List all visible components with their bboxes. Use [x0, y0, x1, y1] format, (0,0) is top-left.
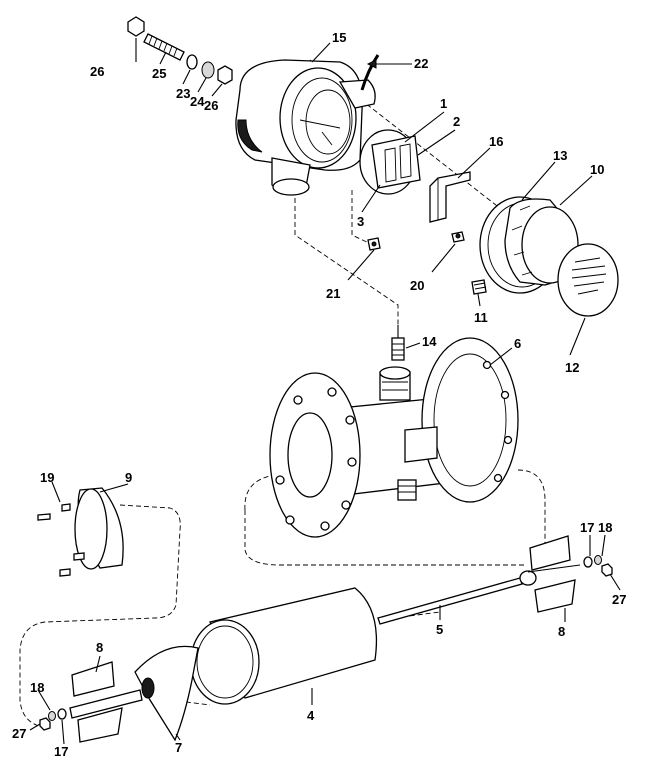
- set-screw-part-11: [471, 279, 487, 295]
- callout-22: 22: [414, 56, 428, 71]
- callout-17-left: 17: [54, 744, 68, 759]
- washer-part-17b: [57, 708, 67, 720]
- callout-14: 14: [422, 334, 437, 349]
- nut-part-27a: [601, 563, 613, 577]
- lock-washer-part-18a: [594, 555, 602, 565]
- leader-lines: [29, 38, 621, 745]
- callout-18-left: 18: [30, 680, 44, 695]
- callout-8-left: 8: [96, 640, 103, 655]
- callout-2: 2: [453, 114, 460, 129]
- callout-7: 7: [175, 740, 182, 755]
- nut-part-26b: [217, 65, 233, 85]
- callout-4: 4: [307, 708, 315, 723]
- screw-part-20: [451, 231, 465, 243]
- rotor-right-part-8: [519, 535, 581, 613]
- nut-part-26a: [127, 16, 145, 37]
- bracket-part-16: [429, 171, 471, 223]
- screws-part-19: [37, 503, 85, 577]
- callout-3: 3: [357, 214, 364, 229]
- callout-18-right: 18: [598, 520, 612, 535]
- terminal-block-part-1: [359, 129, 421, 195]
- screw-part-21: [367, 237, 381, 251]
- callout-16: 16: [489, 134, 503, 149]
- hardware-left: [39, 708, 67, 731]
- callout-11: 11: [474, 310, 488, 325]
- shaft-part-5: [377, 577, 523, 625]
- callout-9: 9: [125, 470, 132, 485]
- threaded-rod-part-25: [143, 33, 185, 61]
- retainer-ring-part-9: [74, 487, 124, 570]
- washer-part-23: [186, 54, 198, 70]
- callout-17-right: 17: [580, 520, 594, 535]
- lock-washer-part-24: [201, 61, 215, 79]
- callout-24: 24: [190, 94, 205, 109]
- callout-26-left: 26: [90, 64, 104, 79]
- callout-19: 19: [40, 470, 54, 485]
- callout-21: 21: [326, 286, 340, 301]
- rotor-left-part-8: [69, 661, 143, 743]
- callout-10: 10: [590, 162, 604, 177]
- callout-25: 25: [152, 66, 166, 81]
- cylinder-part-4: [190, 587, 378, 705]
- cable-part-22: [360, 54, 380, 91]
- flanged-body-part-6: [269, 337, 519, 538]
- nose-cone-part-7: [134, 645, 199, 742]
- callout-26-right: 26: [204, 98, 218, 113]
- callout-labels: 1 2 3 4 5 6 7 8 8 9 10 11 12 13 14 15 16…: [12, 30, 626, 759]
- callout-13: 13: [553, 148, 567, 163]
- hardware-right: [583, 555, 613, 577]
- callout-8-right: 8: [558, 624, 565, 639]
- callout-23: 23: [176, 86, 190, 101]
- callout-6: 6: [514, 336, 521, 351]
- callout-27-left: 27: [12, 726, 26, 741]
- label-plate-part-12: [557, 243, 619, 317]
- hardware-top-left: [127, 16, 233, 85]
- callout-15: 15: [332, 30, 346, 45]
- lock-washer-part-18b: [48, 711, 56, 721]
- washer-part-17a: [583, 556, 593, 568]
- callout-27-right: 27: [612, 592, 626, 607]
- nut-part-27b: [39, 717, 51, 731]
- callout-20: 20: [410, 278, 424, 293]
- pickup-part-14: [391, 325, 405, 361]
- housing-part-15: [235, 59, 376, 196]
- callout-12: 12: [565, 360, 579, 375]
- callout-1: 1: [440, 96, 447, 111]
- callout-5: 5: [436, 622, 443, 637]
